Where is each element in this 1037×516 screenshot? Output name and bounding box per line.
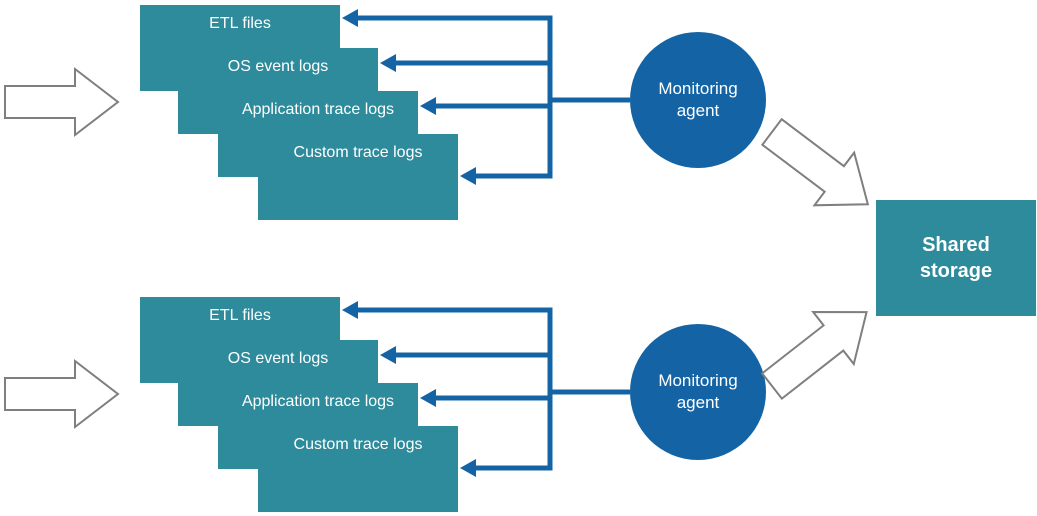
monitoring-agent-1-circle: Monitoring agent [630,32,766,168]
box-label: ETL files [209,15,271,32]
group1-box-custom-trace-logs: Custom trace logs [258,134,458,220]
arrowhead-icon [460,459,476,477]
monitoring-agent-label: Monitoring agent [658,78,738,120]
agent2-to-storage-arrow [760,310,868,401]
box-label: ETL files [209,307,271,324]
input-flow-arrow-bottom [4,358,120,430]
box-label: OS event logs [227,58,329,75]
monitoring-agent-label: Monitoring agent [658,370,738,412]
arrowhead-icon [460,167,476,185]
input-flow-arrow-top [4,66,120,138]
arrowhead-icon [380,346,396,364]
arrowhead-icon [342,301,358,319]
agent1-to-storage-arrow [760,117,870,207]
box-label: OS event logs [227,350,329,367]
arrowhead-icon [380,54,396,72]
box-label: Custom trace logs [293,144,423,161]
monitoring-agent-2-circle: Monitoring agent [630,324,766,460]
box-label: Application trace logs [241,393,395,410]
arrowhead-icon [420,389,436,407]
box-label: Custom trace logs [293,436,423,453]
group2-box-custom-trace-logs: Custom trace logs [258,426,458,512]
box-label: Application trace logs [241,101,395,118]
shared-storage-box: Shared storage [876,200,1036,316]
shared-storage-label: Shared storage [919,234,993,282]
arrowhead-icon [342,9,358,27]
arrowhead-icon [420,97,436,115]
